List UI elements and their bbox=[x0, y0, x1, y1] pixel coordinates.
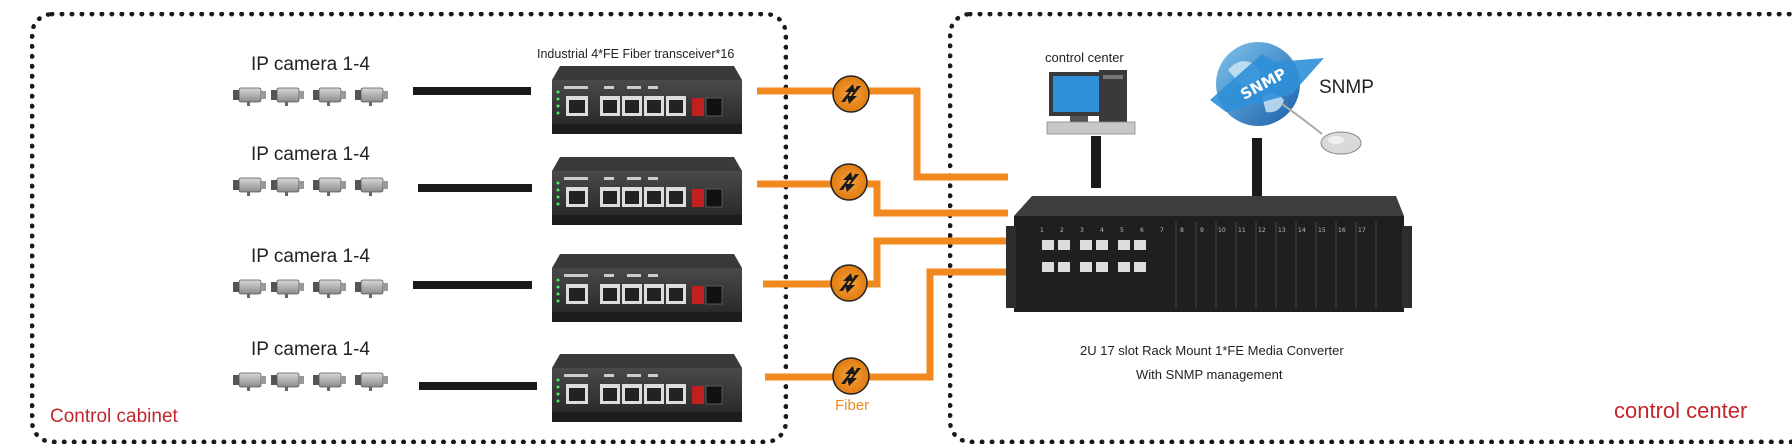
ip-camera-icon bbox=[232, 87, 267, 107]
fiber-connector-icon bbox=[832, 75, 870, 113]
ip-camera-icon bbox=[270, 177, 305, 197]
transceiver-title: Industrial 4*FE Fiber transceiver*16 bbox=[537, 47, 735, 61]
slot-number: 2 bbox=[1060, 227, 1064, 234]
camera-row-4-label: IP camera 1-4 bbox=[251, 339, 370, 360]
fiber-transceiver bbox=[551, 253, 743, 323]
computer-icon bbox=[1046, 70, 1136, 135]
slot-number: 8 bbox=[1180, 227, 1184, 234]
fiber-link bbox=[765, 268, 1008, 381]
pc-link bbox=[1091, 136, 1101, 188]
ip-camera-icon bbox=[270, 279, 305, 299]
ip-camera-icon bbox=[354, 177, 389, 197]
snmp-globe-icon: SNMP bbox=[1210, 42, 1324, 126]
ip-camera-icon bbox=[312, 87, 347, 107]
snmp-label: SNMP bbox=[1319, 77, 1374, 98]
slot-number: 10 bbox=[1218, 227, 1226, 234]
ip-camera-icon bbox=[270, 372, 305, 392]
slot-number: 4 bbox=[1100, 227, 1104, 234]
slot-number: 7 bbox=[1160, 227, 1164, 234]
rack-caption-line1: 2U 17 slot Rack Mount 1*FE Media Convert… bbox=[1080, 343, 1344, 358]
fiber-transceiver bbox=[551, 65, 743, 135]
fiber-connector-icon bbox=[830, 264, 868, 302]
camera-row-4 bbox=[232, 372, 389, 392]
slot-number: 13 bbox=[1278, 227, 1286, 234]
fiber-link bbox=[757, 180, 1008, 217]
slot-number: 17 bbox=[1358, 227, 1366, 234]
rack-caption-line2: With SNMP management bbox=[1136, 367, 1283, 382]
control-center-pc-label: control center bbox=[1045, 50, 1124, 65]
slot-number: 11 bbox=[1238, 227, 1246, 234]
ip-camera-icon bbox=[354, 279, 389, 299]
fiber-transceiver bbox=[551, 156, 743, 226]
slot-number: 9 bbox=[1200, 227, 1204, 234]
camera-row-3-label: IP camera 1-4 bbox=[251, 246, 370, 267]
fiber-links bbox=[757, 87, 1008, 381]
control-center-box bbox=[948, 12, 1792, 444]
slot-number: 16 bbox=[1338, 227, 1346, 234]
ip-camera-icon bbox=[354, 372, 389, 392]
fiber-link bbox=[757, 87, 1008, 181]
ip-camera-icon bbox=[270, 87, 305, 107]
ip-camera-icon bbox=[232, 279, 267, 299]
camera-row-1-label: IP camera 1-4 bbox=[251, 54, 370, 75]
ip-camera-icon bbox=[312, 279, 347, 299]
control-cabinet-label: Control cabinet bbox=[50, 406, 178, 427]
mouse-cable bbox=[1281, 103, 1323, 135]
camera-row-2 bbox=[232, 177, 389, 197]
control-cabinet-box bbox=[30, 12, 788, 444]
slot-number: 5 bbox=[1120, 227, 1124, 234]
mouse-icon bbox=[1320, 131, 1362, 155]
control-center-label: control center bbox=[1614, 398, 1748, 423]
ip-camera-icon bbox=[232, 372, 267, 392]
fiber-connector-icon bbox=[832, 357, 870, 395]
camera-row-2-label: IP camera 1-4 bbox=[251, 144, 370, 165]
rack-media-converter: 1 2 3 4 5 6 7 8 9 10 11 12 13 14 15 16 1… bbox=[1006, 196, 1412, 312]
slot-number: 14 bbox=[1298, 227, 1306, 234]
fiber-link bbox=[763, 237, 1008, 288]
ip-camera-icon bbox=[232, 177, 267, 197]
ip-camera-icon bbox=[354, 87, 389, 107]
ip-camera-icon bbox=[312, 372, 347, 392]
ip-camera-icon bbox=[312, 177, 347, 197]
camera-row-1 bbox=[232, 87, 389, 107]
snmp-link bbox=[1252, 138, 1262, 196]
ethernet-links bbox=[413, 87, 537, 390]
slot-number: 3 bbox=[1080, 227, 1084, 234]
slot-number: 6 bbox=[1140, 227, 1144, 234]
camera-row-3 bbox=[232, 279, 389, 299]
fiber-transceiver bbox=[551, 353, 743, 423]
slot-number: 1 bbox=[1040, 227, 1044, 234]
fiber-connector-icon bbox=[830, 163, 868, 201]
fiber-label: Fiber bbox=[835, 397, 870, 414]
slot-number: 12 bbox=[1258, 227, 1266, 234]
slot-number: 15 bbox=[1318, 227, 1326, 234]
